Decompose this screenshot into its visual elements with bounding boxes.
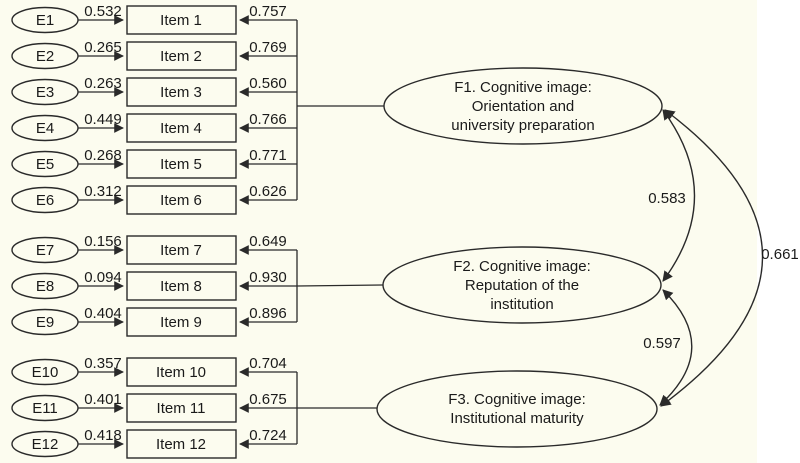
item-box	[126, 113, 237, 143]
error-value-label: 0.263	[84, 75, 122, 92]
item-box	[126, 77, 237, 107]
item-box	[126, 235, 237, 265]
factor2-connector	[296, 284, 385, 287]
error-value-label: 0.268	[84, 147, 122, 164]
item-box	[126, 149, 237, 179]
correlation-curve-f1-f2	[662, 109, 696, 282]
correlation-f1-f2-value: 0.583	[648, 190, 686, 207]
item-box	[126, 429, 237, 459]
item-label: Item 8	[160, 278, 202, 295]
factor-f3-ellipse	[376, 370, 658, 448]
error-value-label: 0.418	[84, 427, 122, 444]
item-label: Item 7	[160, 242, 202, 259]
error-value-label: 0.265	[84, 39, 122, 56]
factor-f1: F1. Cognitive image: Orientation and uni…	[383, 67, 663, 145]
error-label: E7	[36, 242, 54, 259]
factor-f2-ellipse	[382, 246, 662, 324]
error-value-label: 0.449	[84, 111, 122, 128]
item-box	[126, 5, 237, 35]
error-label: E3	[36, 84, 54, 101]
factor-f2-label-line2: Reputation of the	[465, 277, 579, 294]
error-label: E11	[32, 400, 58, 417]
factor-f3-label-line1: F3. Cognitive image:	[448, 391, 586, 408]
correlation-f2-f3-value: 0.597	[643, 335, 681, 352]
item-label: Item 12	[156, 436, 206, 453]
factor-f1-label-line3: university preparation	[451, 117, 594, 134]
item-label: Item 4	[160, 120, 202, 137]
item-box	[126, 41, 237, 71]
error-label: E6	[36, 192, 54, 209]
error-value-label: 0.094	[84, 269, 122, 286]
item-box	[126, 185, 237, 215]
item-label: Item 2	[160, 48, 202, 65]
error-label: E1	[36, 12, 54, 29]
factor-f2-label-line3: institution	[490, 296, 553, 313]
correlation-f1-f3-value: 0.661	[761, 246, 799, 263]
error-value-label: 0.404	[84, 305, 122, 322]
error-label: E9	[36, 314, 54, 331]
error-label: E8	[36, 278, 54, 295]
factor-f1-label-line1: F1. Cognitive image:	[454, 79, 592, 96]
loading-value-label: 0.766	[249, 111, 287, 128]
factor-f1-label-line2: Orientation and	[472, 98, 575, 115]
factor-f1-ellipse	[383, 67, 663, 145]
loading-value-label: 0.771	[249, 147, 287, 164]
factor-f3: F3. Cognitive image: Institutional matur…	[376, 370, 658, 448]
loading-value-label: 0.769	[249, 39, 287, 56]
error-value-label: 0.156	[84, 233, 122, 250]
item-label: Item 5	[160, 156, 202, 173]
loading-value-label: 0.724	[249, 427, 287, 444]
correlation-curve-f1-f3	[660, 109, 764, 407]
item-box	[126, 357, 237, 387]
item-label: Item 6	[160, 192, 202, 209]
figure-background	[0, 0, 757, 463]
error-value-label: 0.532	[84, 3, 122, 20]
correlation-curve-f2-f3	[659, 289, 693, 406]
error-label: E5	[36, 156, 54, 173]
loading-value-label: 0.675	[249, 391, 287, 408]
error-value-label: 0.401	[84, 391, 122, 408]
item-box	[126, 307, 237, 337]
factor-f3-label-line2: Institutional maturity	[450, 410, 584, 427]
item-label: Item 9	[160, 314, 202, 331]
item-label: Item 11	[157, 400, 206, 417]
factor-f2-label-line1: F2. Cognitive image:	[453, 258, 591, 275]
loading-value-label: 0.560	[249, 75, 287, 92]
item-label: Item 10	[156, 364, 206, 381]
loading-value-label: 0.896	[249, 305, 287, 322]
loading-value-label: 0.930	[249, 269, 287, 286]
loading-value-label: 0.704	[249, 355, 287, 372]
item-label: Item 3	[160, 84, 202, 101]
error-label: E4	[36, 120, 54, 137]
error-label: E12	[32, 436, 59, 453]
error-value-label: 0.357	[84, 355, 122, 372]
figure-right-margin	[757, 0, 800, 463]
error-value-label: 0.312	[84, 183, 122, 200]
error-label: E10	[32, 364, 59, 381]
loading-value-label: 0.757	[249, 3, 287, 20]
loading-value-label: 0.626	[249, 183, 287, 200]
item-box	[126, 271, 237, 301]
error-label: E2	[36, 48, 54, 65]
loading-value-label: 0.649	[249, 233, 287, 250]
item-box	[126, 393, 237, 423]
factor-f2: F2. Cognitive image: Reputation of the i…	[382, 246, 662, 324]
item-label: Item 1	[160, 12, 202, 29]
